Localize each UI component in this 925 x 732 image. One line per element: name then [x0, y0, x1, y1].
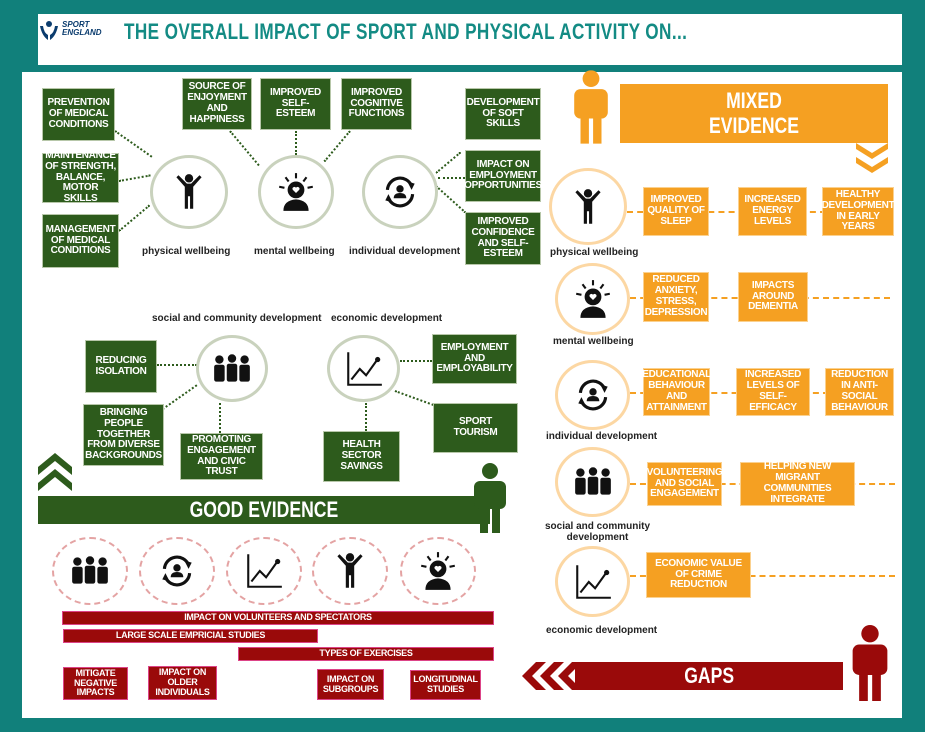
sport-england-logo-icon	[40, 21, 58, 40]
gaps-item: IMPACT ON SUBGROUPS	[317, 669, 384, 700]
gaps-label: GAPS	[684, 663, 734, 688]
gaps-social-circle	[52, 537, 128, 605]
category-label: individual development	[546, 431, 658, 442]
category-label: social and community development	[152, 313, 322, 324]
figure-icon	[848, 625, 892, 701]
header-bar	[38, 14, 902, 65]
gaps-bar: TYPES OF EXERCISES	[238, 647, 494, 661]
cycle-person-icon	[379, 171, 421, 213]
category-label: mental wellbeing	[553, 336, 634, 347]
category-label: economic development	[331, 313, 443, 324]
category-label: physical wellbeing	[550, 247, 639, 258]
good-individual-item: DEVELOPMENT OF SOFT SKILLS	[465, 88, 541, 140]
person-arms-up-icon	[329, 550, 371, 592]
good-mental-item: IMPROVED SELF-ESTEEM	[260, 78, 331, 130]
mixed-physical-item: IMPROVED QUALITY OF SLEEP	[643, 187, 709, 236]
good-social-item: BRINGING PEOPLE TOGETHER FROM DIVERSE BA…	[83, 404, 164, 466]
gaps-bar: IMPACT ON VOLUNTEERS AND SPECTATORS	[62, 611, 494, 625]
mixed-mental-item: IMPACTS AROUND DEMENTIA	[738, 272, 808, 322]
gaps-item: MITIGATE NEGATIVE IMPACTS	[63, 667, 128, 700]
mixed-social-item: HELPING NEW MIGRANT COMMUNITIES INTEGRAT…	[740, 462, 855, 506]
mixed-evidence-banner: MIXED EVIDENCE	[620, 84, 888, 143]
connector	[630, 575, 895, 577]
category-label: economic development	[546, 625, 658, 636]
category-label: physical wellbeing	[142, 246, 231, 257]
mixed-individual-circle	[555, 360, 630, 430]
good-social-item: PROMOTING ENGAGEMENT AND CIVIC TRUST	[180, 433, 263, 480]
group-people-icon	[572, 461, 614, 503]
good-mental-circle	[258, 155, 334, 229]
mixed-physical-item: HEALTHY DEVELOPMENT IN EARLY YEARS	[822, 187, 895, 236]
mind-heart-icon	[572, 278, 614, 320]
good-individual-item: IMPACT ON EMPLOYMENT OPPORTUNITIES	[464, 150, 542, 202]
mixed-physical-item: INCREASED ENERGY LEVELS	[738, 187, 807, 236]
good-individual-item: IMPROVED CONFIDENCE AND SELF-ESTEEM	[465, 212, 541, 265]
cycle-person-icon	[156, 550, 198, 592]
connector	[438, 177, 465, 179]
good-mental-item: IMPROVED COGNITIVE FUNCTIONS	[341, 78, 412, 130]
good-social-item: REDUCING ISOLATION	[85, 340, 157, 393]
person-arms-up-icon	[567, 186, 609, 228]
gaps-individual-circle	[139, 537, 215, 605]
connector	[365, 403, 367, 431]
chevron-down-icon	[856, 143, 888, 173]
good-economic-item: EMPLOYMENT AND EMPLOYABILITY	[432, 334, 517, 384]
mixed-mental-circle	[555, 263, 630, 335]
mixed-social-item: VOLUNTEERING AND SOCIAL ENGAGEMENT	[647, 462, 723, 506]
gaps-physical-circle	[312, 537, 388, 605]
growth-chart-icon	[243, 550, 285, 592]
group-people-icon	[211, 348, 253, 390]
group-people-icon	[69, 550, 111, 592]
category-label: social and community development	[544, 521, 651, 543]
gaps-bar: LARGE SCALE EMPRICIAL STUDIES	[63, 629, 318, 643]
mixed-individual-item: EDUCATIONAL BEHAVIOUR AND ATTAINMENT	[642, 368, 711, 416]
person-arms-up-icon	[168, 171, 210, 213]
chevron-up-icon	[38, 453, 72, 491]
good-economic-item: HEALTH SECTOR SAVINGS	[323, 431, 400, 482]
mind-heart-icon	[417, 550, 459, 592]
good-physical-item: PREVENTION OF MEDICAL CONDITIONS	[42, 88, 115, 141]
mind-heart-icon	[275, 171, 317, 213]
good-physical-circle	[150, 155, 228, 229]
category-label: individual development	[349, 246, 461, 257]
good-physical-item: MANAGEMENT OF MEDICAL CONDITIONS	[42, 214, 119, 268]
gaps-mental-circle	[400, 537, 476, 605]
chevron-left-icon	[522, 662, 582, 690]
mixed-evidence-label: MIXED EVIDENCE	[709, 88, 799, 138]
connector	[400, 360, 432, 362]
growth-chart-icon	[343, 348, 385, 390]
good-evidence-label: GOOD EVIDENCE	[189, 497, 339, 522]
page-title: THE OVERALL IMPACT OF SPORT AND PHYSICAL…	[124, 19, 688, 44]
gaps-item: IMPACT ON OLDER INDIVIDUALS	[148, 666, 217, 700]
figure-icon	[470, 462, 510, 534]
connector	[295, 131, 297, 155]
good-social-circle	[196, 335, 268, 402]
mixed-individual-item: INCREASED LEVELS OF SELF-EFFICACY	[736, 368, 810, 416]
good-economic-circle	[327, 335, 400, 402]
good-evidence-banner: GOOD EVIDENCE	[38, 496, 490, 524]
connector	[219, 403, 221, 433]
good-mental-item: SOURCE OF ENJOYMENT AND HAPPINESS	[182, 78, 252, 130]
connector	[157, 364, 197, 366]
mixed-physical-circle	[549, 168, 627, 245]
gaps-banner: GAPS	[575, 662, 843, 690]
growth-chart-icon	[572, 561, 614, 603]
mixed-social-circle	[555, 447, 630, 517]
good-economic-item: SPORT TOURISM	[433, 403, 518, 453]
good-physical-item: MAINTENANCE OF STRENGTH, BALANCE, MOTOR …	[42, 150, 119, 204]
category-label: mental wellbeing	[254, 246, 335, 257]
gaps-item: LONGITUDINAL STUDIES	[410, 670, 481, 700]
mixed-economic-circle	[555, 546, 630, 617]
cycle-person-icon	[572, 374, 614, 416]
figure-icon	[570, 70, 612, 144]
mixed-mental-item: REDUCED ANXIETY, STRESS, DEPRESSION	[643, 272, 709, 322]
mixed-individual-item: REDUCTION IN ANTI-SOCIAL BEHAVIOUR	[825, 368, 894, 416]
good-individual-circle	[362, 155, 438, 229]
mixed-economic-item: ECONOMIC VALUE OF CRIME REDUCTION	[646, 552, 751, 598]
gaps-economic-circle	[226, 537, 302, 605]
